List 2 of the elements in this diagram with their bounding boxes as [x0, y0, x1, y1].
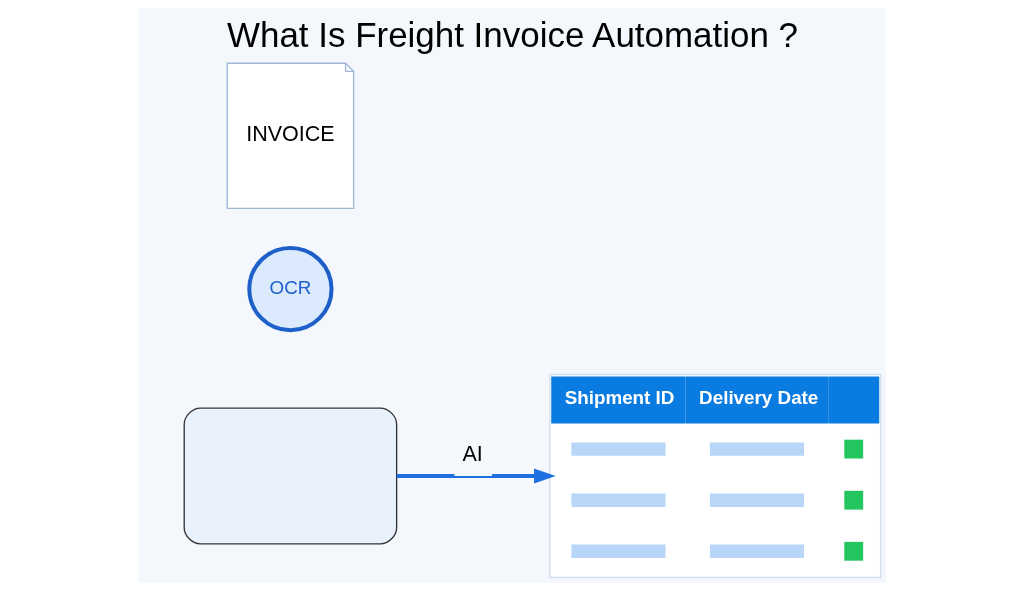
diagram-title: What Is Freight Invoice Automation ?	[226, 14, 798, 54]
edge-label: AI	[462, 441, 483, 466]
